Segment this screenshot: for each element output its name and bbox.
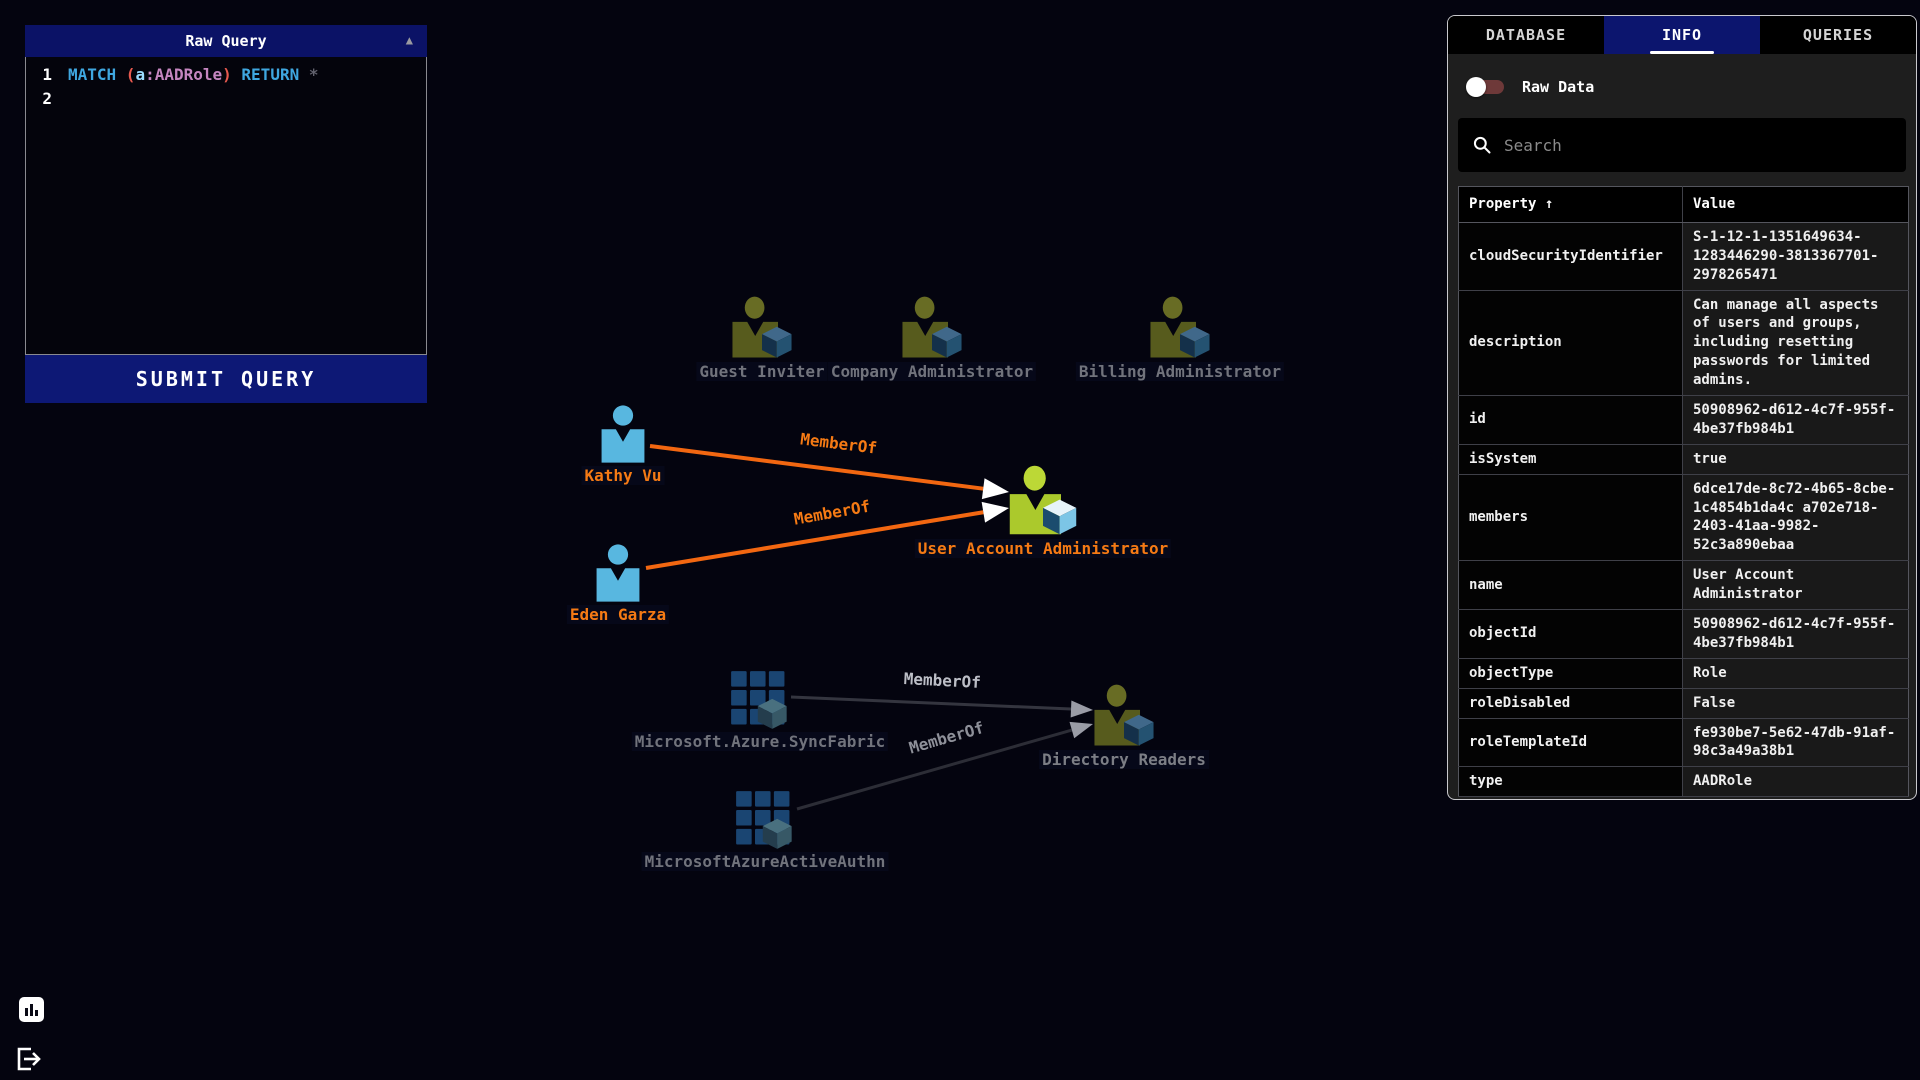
value-cell: 6dce17de-8c72-4b65-8cbe-1c4854b1da4c a70… — [1682, 474, 1909, 562]
graph-node-label: Eden Garza — [566, 605, 670, 624]
column-header-value[interactable]: Value — [1682, 186, 1909, 223]
graph-node-user-account-administrator[interactable]: User Account Administrator — [914, 465, 1172, 558]
search-input[interactable] — [1504, 135, 1892, 155]
service-principal-icon — [735, 790, 795, 854]
property-cell: objectId — [1458, 609, 1683, 659]
value-cell: true — [1682, 444, 1909, 475]
info-panel: DATABASE INFO QUERIES Raw Data P — [1447, 15, 1917, 800]
user-icon — [593, 543, 643, 607]
tab-queries[interactable]: QUERIES — [1802, 26, 1874, 44]
query-editor[interactable]: 1 MATCH (a:AADRole) RETURN * 2 — [25, 57, 427, 355]
property-cell: objectType — [1458, 658, 1683, 689]
role-icon — [1007, 465, 1079, 541]
value-cell: Can manage all aspects of users and grou… — [1682, 290, 1909, 397]
collapse-chevron-icon[interactable]: ▲ — [405, 33, 413, 47]
raw-data-label: Raw Data — [1522, 78, 1595, 96]
graph-node-kathy-vu[interactable]: Kathy Vu — [581, 404, 665, 485]
chart-button[interactable] — [18, 996, 45, 1026]
graph-node-label: Company Administrator — [827, 362, 1037, 381]
code-line: 1 MATCH (a:AADRole) RETURN * — [26, 63, 426, 87]
logout-icon — [17, 1047, 41, 1071]
info-panel-body: Raw Data Property ↑ Value cloudSecurityI… — [1448, 54, 1916, 799]
graph-node-guest-inviter[interactable]: Guest Inviter — [696, 296, 828, 381]
tab-info[interactable]: INFO — [1604, 16, 1760, 54]
tab-bar: DATABASE INFO QUERIES — [1448, 16, 1916, 54]
raw-data-switch[interactable] — [1466, 76, 1506, 98]
tab-database[interactable]: DATABASE — [1485, 26, 1567, 44]
property-cell: roleTemplateId — [1458, 718, 1683, 768]
raw-query-header[interactable]: Raw Query ▲ — [25, 25, 427, 57]
value-cell: 50908962-d612-4c7f-955f-4be37fb984b1 — [1682, 395, 1909, 445]
graph-node-label: Guest Inviter — [696, 362, 828, 381]
value-cell: User Account Administrator — [1682, 560, 1909, 611]
value-cell: AADRole — [1682, 766, 1909, 798]
line-number: 2 — [42, 89, 52, 108]
line-number: 1 — [42, 65, 52, 84]
graph-node-billing-administrator[interactable]: Billing Administrator — [1075, 296, 1285, 381]
property-cell: id — [1458, 395, 1683, 445]
role-icon — [900, 296, 964, 364]
graph-node-company-administrator[interactable]: Company Administrator — [827, 296, 1037, 381]
raw-query-panel: Raw Query ▲ 1 MATCH (a:AADRole) RETURN * 2… — [25, 25, 427, 403]
graph-node-label: Kathy Vu — [581, 466, 665, 485]
graph-node-label: MicrosoftAzureActiveAuthn — [641, 852, 889, 871]
property-cell: members — [1458, 474, 1683, 562]
graph-node-label: Billing Administrator — [1075, 362, 1285, 381]
value-cell: fe930be7-5e62-47db-91af-98c3a49a38b1 — [1682, 718, 1909, 768]
active-tab-indicator — [1650, 51, 1714, 54]
property-cell: description — [1458, 290, 1683, 397]
graph-node-microsoft-azure-syncfabric[interactable]: Microsoft.Azure.SyncFabric — [631, 670, 889, 751]
role-icon — [1148, 296, 1212, 364]
property-cell: type — [1458, 766, 1683, 798]
service-principal-icon — [730, 670, 790, 734]
value-cell: 50908962-d612-4c7f-955f-4be37fb984b1 — [1682, 609, 1909, 659]
user-icon — [598, 404, 648, 468]
submit-query-button[interactable]: SUBMIT QUERY — [25, 355, 427, 403]
switch-thumb — [1466, 77, 1486, 97]
code-line: 2 — [26, 87, 426, 111]
graph-node-microsoft-azure-activeauthn[interactable]: MicrosoftAzureActiveAuthn — [641, 790, 889, 871]
raw-data-toggle-row: Raw Data — [1458, 64, 1906, 110]
bar-chart-icon — [19, 997, 44, 1022]
property-cell: name — [1458, 560, 1683, 611]
graph-node-label: User Account Administrator — [914, 539, 1172, 558]
search-icon — [1473, 136, 1491, 154]
properties-table: Property ↑ Value cloudSecurityIdentifier… — [1458, 186, 1909, 798]
graph-node-eden-garza[interactable]: Eden Garza — [566, 543, 670, 624]
sort-ascending-icon: ↑ — [1544, 196, 1554, 212]
value-cell: False — [1682, 688, 1909, 719]
role-icon — [730, 296, 794, 364]
property-cell: roleDisabled — [1458, 688, 1683, 719]
tab-info-label: INFO — [1661, 26, 1703, 44]
property-cell: cloudSecurityIdentifier — [1458, 222, 1683, 291]
logout-button[interactable] — [13, 1044, 43, 1077]
property-cell: isSystem — [1458, 444, 1683, 475]
raw-query-title: Raw Query — [185, 32, 267, 50]
graph-node-label: Directory Readers — [1039, 750, 1209, 769]
value-cell: Role — [1682, 658, 1909, 689]
column-header-property[interactable]: Property ↑ — [1458, 186, 1683, 223]
code-text: MATCH (a:AADRole) RETURN * — [68, 65, 319, 84]
graph-node-directory-readers[interactable]: Directory Readers — [1039, 684, 1209, 769]
search-box[interactable] — [1458, 118, 1906, 172]
role-icon — [1092, 684, 1156, 752]
value-cell: S-1-12-1-1351649634-1283446290-381336770… — [1682, 222, 1909, 291]
graph-node-label: Microsoft.Azure.SyncFabric — [631, 732, 889, 751]
